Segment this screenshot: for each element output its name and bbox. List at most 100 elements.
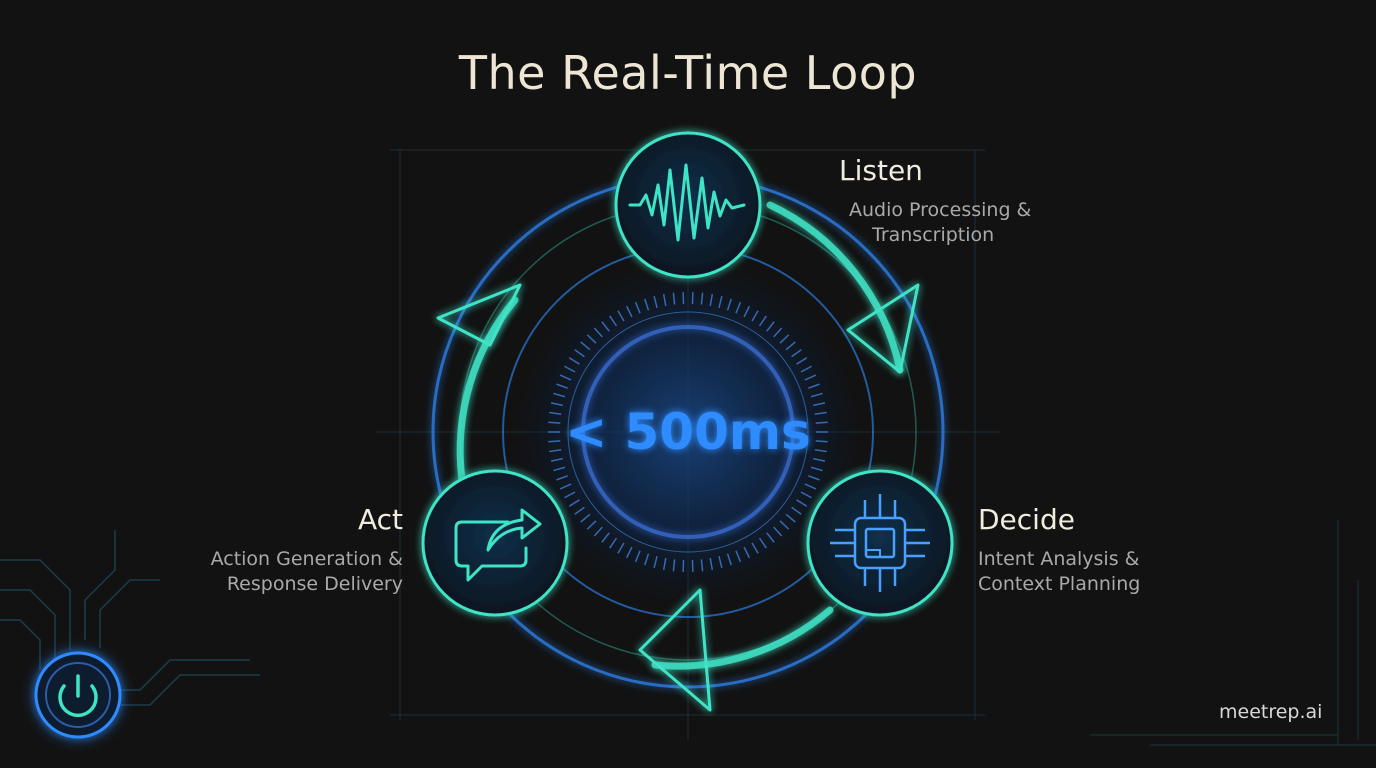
core-tick [751, 542, 759, 554]
act-desc-line1: Action Generation & [210, 548, 403, 570]
core-tick [601, 532, 610, 543]
core-tick [586, 334, 597, 344]
core-tick [804, 374, 817, 381]
core-tick [813, 457, 826, 462]
core-tick [625, 546, 633, 559]
act-title: Act [357, 503, 403, 536]
core-tick [609, 315, 618, 327]
core-tick [796, 499, 808, 507]
arrow-heads [436, 283, 920, 712]
core-tick [726, 298, 732, 311]
core-tick [743, 546, 751, 559]
core-tick [549, 449, 562, 453]
core-tick [791, 506, 802, 515]
core-tick [644, 553, 650, 566]
core-tick [810, 392, 823, 398]
core-tick [726, 553, 732, 566]
cycle-arrows [456, 201, 904, 670]
core-tick [609, 537, 618, 549]
core-tick [813, 402, 826, 407]
core-tick [586, 520, 597, 530]
core-tick [625, 305, 633, 318]
act-desc-line2: Response Delivery [226, 573, 403, 595]
core-tick [644, 298, 650, 311]
core-tick [556, 475, 568, 481]
power-icon [20, 637, 136, 753]
core-tick [700, 559, 704, 572]
core-tick [574, 349, 585, 358]
core-tick [553, 466, 566, 472]
core-tick [758, 315, 767, 327]
core-tick [709, 557, 714, 571]
core-tick [617, 310, 625, 322]
core-glow [513, 257, 863, 607]
core-tick [549, 411, 562, 415]
core-tick [550, 402, 563, 407]
core-tick [814, 411, 827, 415]
core-tick [601, 321, 610, 332]
core-tick [766, 532, 775, 543]
core-tick [550, 457, 563, 462]
brand-label: meetrep.ai [1219, 701, 1323, 723]
core-tick [564, 365, 576, 373]
circuit-traces-right [1090, 520, 1376, 746]
core-tick [593, 526, 603, 537]
core-tick [779, 334, 790, 344]
core-tick [653, 295, 658, 308]
decide-node [806, 469, 954, 617]
arrowhead-right [846, 283, 920, 374]
arrowhead-left [436, 283, 522, 347]
arrowhead-bottom [638, 588, 712, 712]
arrow-act-to-listen [456, 296, 519, 484]
core-tick [743, 305, 751, 318]
core-tick [718, 295, 723, 308]
core-tick [634, 550, 641, 563]
core-tick [556, 383, 568, 389]
core-tick [808, 383, 820, 389]
core-tick [559, 483, 572, 490]
core-tick [810, 466, 823, 472]
core-ticks [548, 292, 828, 572]
core-tick [773, 526, 783, 537]
core-tick [568, 357, 580, 365]
core-tick [553, 392, 566, 398]
core-tick [568, 499, 580, 507]
core-tick [815, 421, 828, 424]
core-tick [548, 421, 561, 424]
arrow-listen-to-decide [766, 201, 904, 374]
decide-desc-line1: Intent Analysis & [978, 548, 1140, 570]
core-tick [617, 542, 625, 554]
core-tick [814, 449, 827, 453]
core-tick [574, 506, 585, 515]
decide-desc-line2: Context Planning [978, 573, 1141, 595]
core-tick [785, 341, 796, 351]
core-tick [580, 513, 591, 523]
core-tick [779, 520, 790, 530]
core-tick [785, 513, 796, 523]
core-tick [773, 327, 783, 338]
core-tick [735, 301, 742, 314]
core-tick [593, 327, 603, 338]
core-ring-outer [567, 311, 809, 553]
core-tick [564, 491, 576, 499]
core-tick [634, 301, 641, 314]
core-tick [758, 537, 767, 549]
core-tick [580, 341, 591, 351]
chip-icon [830, 494, 930, 592]
core-tick [672, 559, 676, 572]
act-node [421, 469, 569, 617]
decide-title: Decide [978, 503, 1075, 536]
core-tick [751, 310, 759, 322]
latency-label: < 500ms [565, 403, 811, 461]
core-ring [581, 325, 795, 539]
core-tick [815, 440, 828, 443]
core-tick [662, 557, 667, 571]
core-tick [718, 556, 723, 569]
core-tick [662, 293, 667, 307]
core-tick [796, 357, 808, 365]
core-tick [709, 293, 714, 307]
listen-desc-line2: Transcription [872, 224, 995, 246]
listen-desc-line1: Audio Processing & [849, 199, 1032, 221]
core-tick [791, 349, 802, 358]
